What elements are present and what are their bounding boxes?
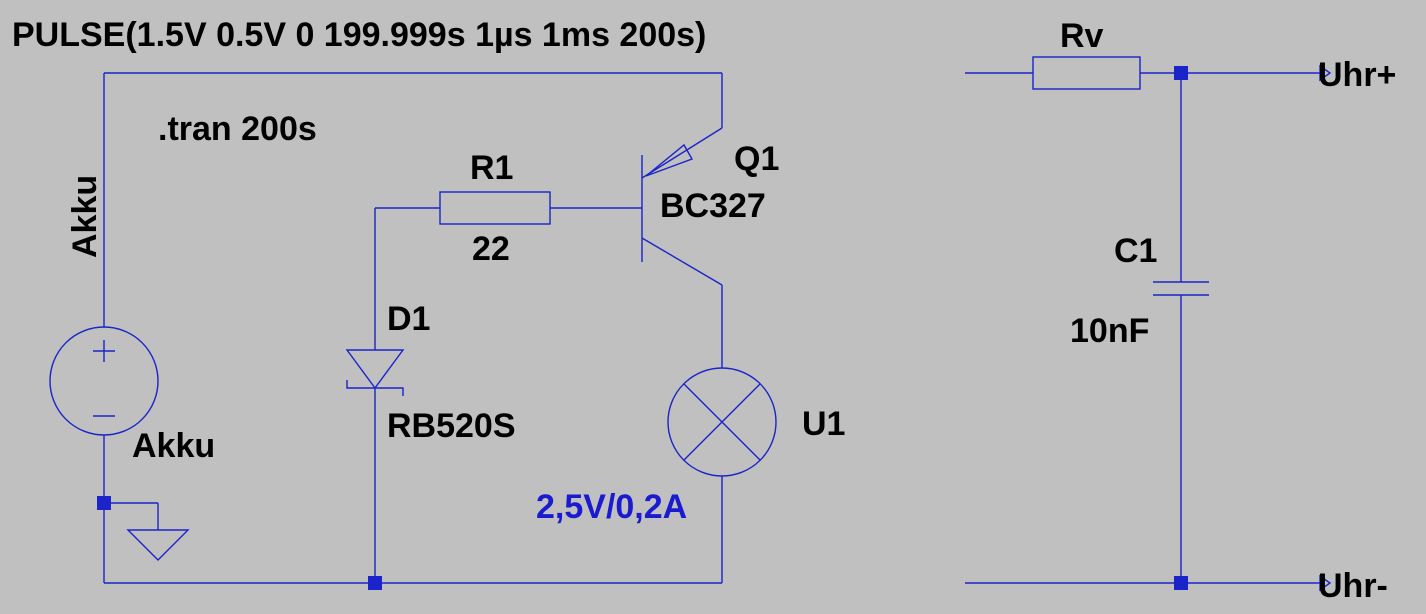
lamp-cross-2 <box>683 383 761 461</box>
u1-value-label[interactable]: 2,5V/0,2A <box>536 488 687 526</box>
q1-emitter-arrow <box>645 143 694 177</box>
ground-symbol <box>126 529 190 561</box>
q1-collector-lead <box>641 237 723 286</box>
q1-model-label[interactable]: BC327 <box>660 187 766 225</box>
tran-directive[interactable]: .tran 200s <box>158 110 317 148</box>
r1-name-label[interactable]: R1 <box>470 149 513 187</box>
q1-emitter-lead <box>641 127 723 179</box>
ground-triangle <box>126 529 190 561</box>
junction-d1-bottom <box>368 576 382 590</box>
junction-uhr-minus <box>1174 576 1188 590</box>
source-name-label[interactable]: Akku <box>132 427 215 465</box>
c1-value-label[interactable]: 10nF <box>1070 312 1149 350</box>
d1-triangle <box>345 349 405 390</box>
pulse-directive[interactable]: PULSE(1.5V 0.5V 0 199.999s 1µs 1ms 200s) <box>12 16 706 54</box>
junction-uhr-plus <box>1174 66 1188 80</box>
capacitor-c1[interactable] <box>1153 281 1209 296</box>
net-label-akku[interactable]: Akku <box>66 175 104 258</box>
c1-name-label[interactable]: C1 <box>1114 232 1157 270</box>
port-uhr-minus-label[interactable]: Uhr- <box>1318 567 1388 605</box>
junction-ground <box>97 496 111 510</box>
resistor-r1[interactable] <box>439 191 551 225</box>
d1-name-label[interactable]: D1 <box>387 300 430 338</box>
q1-name-label[interactable]: Q1 <box>734 140 779 178</box>
diode-d1[interactable] <box>345 349 405 396</box>
source-circle <box>49 326 159 436</box>
voltage-source-akku[interactable] <box>49 326 159 436</box>
d1-cathode-bar <box>346 380 404 396</box>
wire-network-right <box>965 72 1320 584</box>
wire-network-left <box>103 72 723 584</box>
port-minus-arrow-icon <box>1319 574 1332 592</box>
u1-name-label[interactable]: U1 <box>802 405 845 443</box>
lamp-u1[interactable] <box>667 367 777 477</box>
resistor-rv[interactable] <box>1032 56 1141 90</box>
lamp-circle <box>667 367 777 477</box>
port-plus-arrow-icon <box>1319 64 1332 82</box>
port-uhr-plus-label[interactable]: Uhr+ <box>1318 56 1396 94</box>
transistor-q1[interactable] <box>641 127 723 286</box>
rv-name-label[interactable]: Rv <box>1060 17 1104 55</box>
d1-model-label[interactable]: RB520S <box>387 407 516 445</box>
r1-value-label[interactable]: 22 <box>472 230 510 268</box>
